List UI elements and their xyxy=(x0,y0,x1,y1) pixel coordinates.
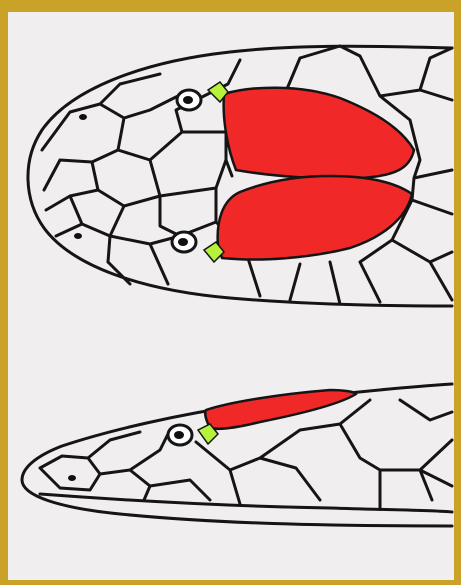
dorsal-eye-upper xyxy=(177,90,201,110)
dorsal-nostril-lower xyxy=(74,233,82,239)
dorsal-eye-lower xyxy=(172,232,196,252)
lateral-nostril xyxy=(68,475,76,481)
dorsal-nostril-upper xyxy=(79,114,87,120)
lateral-eye xyxy=(168,425,192,445)
